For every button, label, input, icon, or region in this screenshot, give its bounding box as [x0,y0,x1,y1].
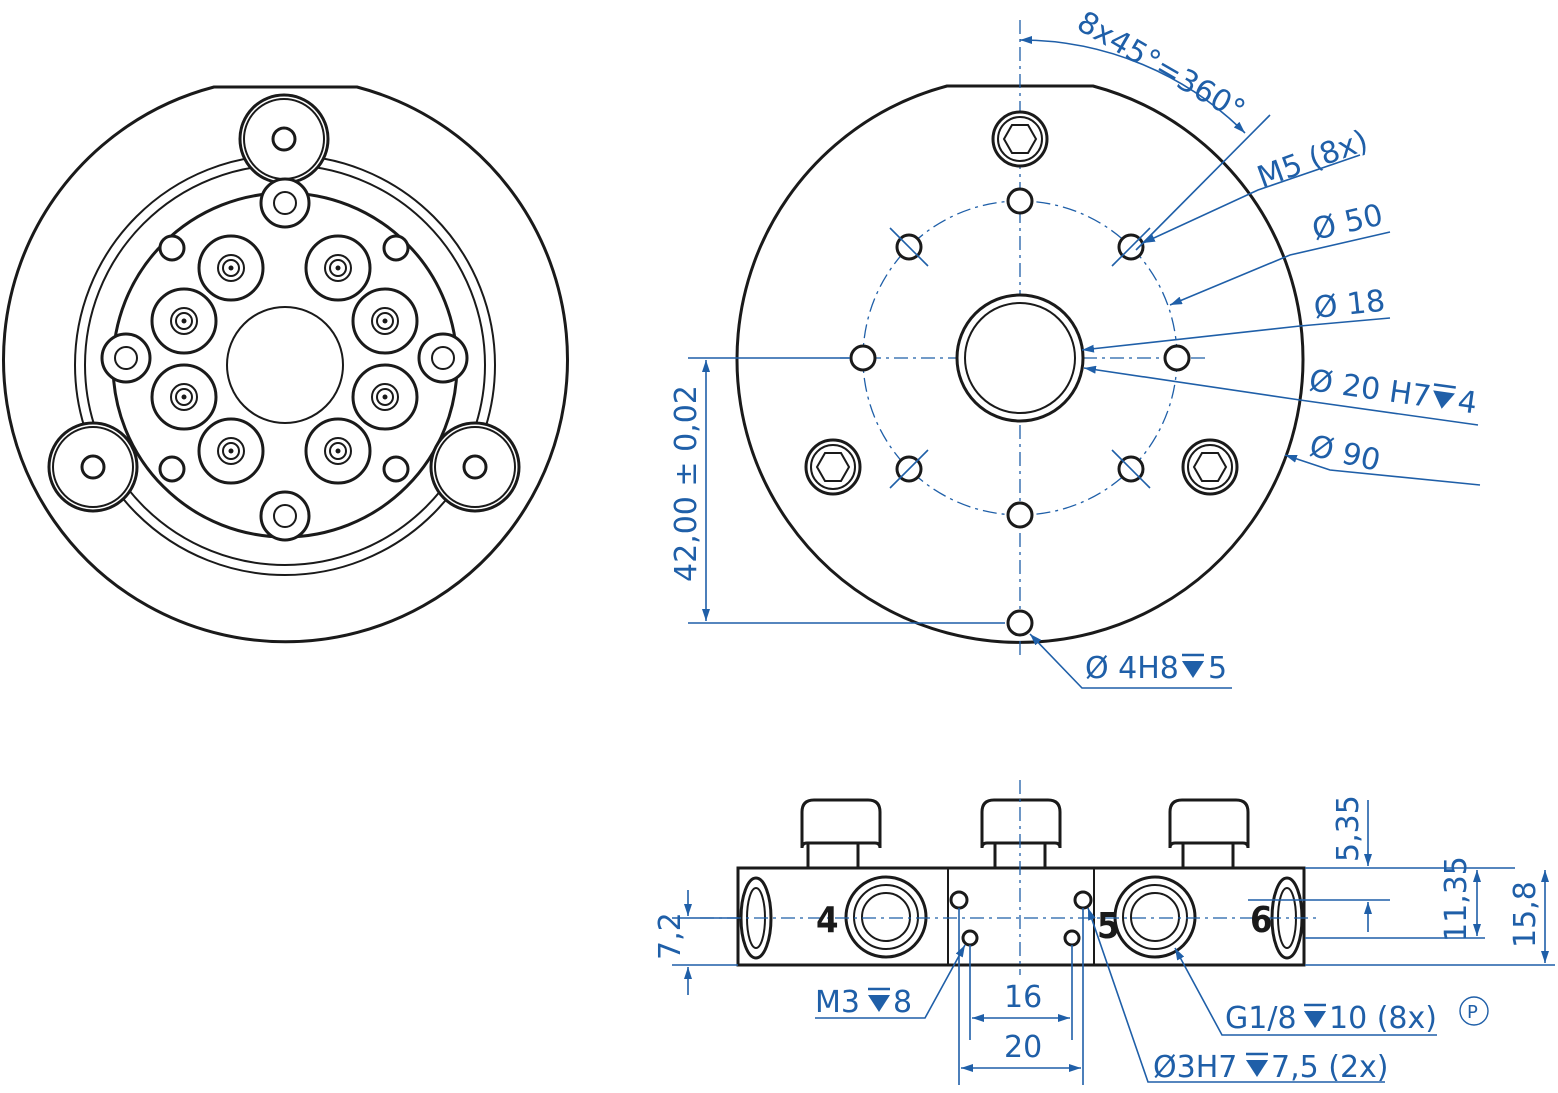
air-port [304,234,372,302]
dia-50-label: Ø 50 [1309,198,1386,248]
air-port [197,234,265,302]
p-symbol-icon: P [1459,996,1489,1026]
height-5-35: 5,35 [1331,795,1366,862]
small-hole [158,455,186,483]
top-face-view: 8x45°=360° M5 (8x) Ø 50 Ø 18 Ø 20 H7 4 Ø… [669,5,1481,689]
lug-right [429,421,521,513]
air-port [351,287,419,355]
height-7-2: 7,2 [653,912,688,960]
socket-screw-icon [804,438,862,496]
svg-text:8: 8 [893,985,912,1020]
pin-hole [1006,609,1034,637]
m5-hole [1006,501,1034,529]
svg-text:M3: M3 [815,985,860,1020]
m5-hole [1006,187,1034,215]
pin-hole-label: Ø 4H8 5 [1085,651,1227,686]
height-15-8: 15,8 [1508,881,1543,948]
port-number-5: 5 [1097,906,1120,947]
bottom-face-view [2,85,569,644]
lug-left [47,421,139,513]
m5-hole [1163,344,1191,372]
side-view: 4 5 6 7,2 5,35 11,35 15,8 16 20 M3 [653,780,1555,1085]
socket-screw-icon [1181,438,1239,496]
small-hole [158,234,186,262]
svg-text:7,5 (2x): 7,5 (2x) [1271,1050,1389,1085]
g18-port-label: G1/8 10 (8x) [1225,1001,1437,1036]
svg-text:Ø 4H8: Ø 4H8 [1085,651,1179,686]
pin-left [100,332,152,384]
screw-head [800,798,882,870]
air-port [304,417,372,485]
air-port [351,363,419,431]
dia-18-label: Ø 18 [1312,284,1387,326]
m3-label: M3 8 [815,985,912,1020]
svg-text:Ø3H7: Ø3H7 [1153,1050,1237,1085]
lug-top [238,93,330,185]
air-port [197,417,265,485]
screw-head [1168,798,1250,870]
svg-text:5: 5 [1208,651,1227,686]
svg-text:P: P [1467,1002,1478,1023]
m5-thread-label: M5 (8x) [1253,123,1373,195]
small-hole [382,455,410,483]
pin-top [259,177,311,229]
port-number-4: 4 [816,900,839,941]
air-port [150,287,218,355]
port-number-6: 6 [1250,900,1273,941]
svg-text:10 (8x): 10 (8x) [1329,1001,1437,1036]
width-16: 16 [1004,980,1042,1015]
pin-right [417,332,469,384]
svg-text:Ø 20 H7: Ø 20 H7 [1307,363,1433,415]
offset-dimension: 42,00 ± 0,02 [669,385,704,582]
height-11-35: 11,35 [1439,856,1474,942]
pin-bottom [259,490,311,542]
socket-screw-icon [991,110,1049,168]
small-hole [382,234,410,262]
width-20: 20 [1004,1030,1042,1065]
svg-text:G1/8: G1/8 [1225,1001,1297,1036]
dia-90-label: Ø 90 [1306,429,1383,479]
svg-text:4: 4 [1455,384,1479,421]
screw-head [980,798,1062,870]
m5-hole [849,344,877,372]
dowel-hole-label: Ø3H7 7,5 (2x) [1153,1050,1389,1085]
air-port [150,363,218,431]
